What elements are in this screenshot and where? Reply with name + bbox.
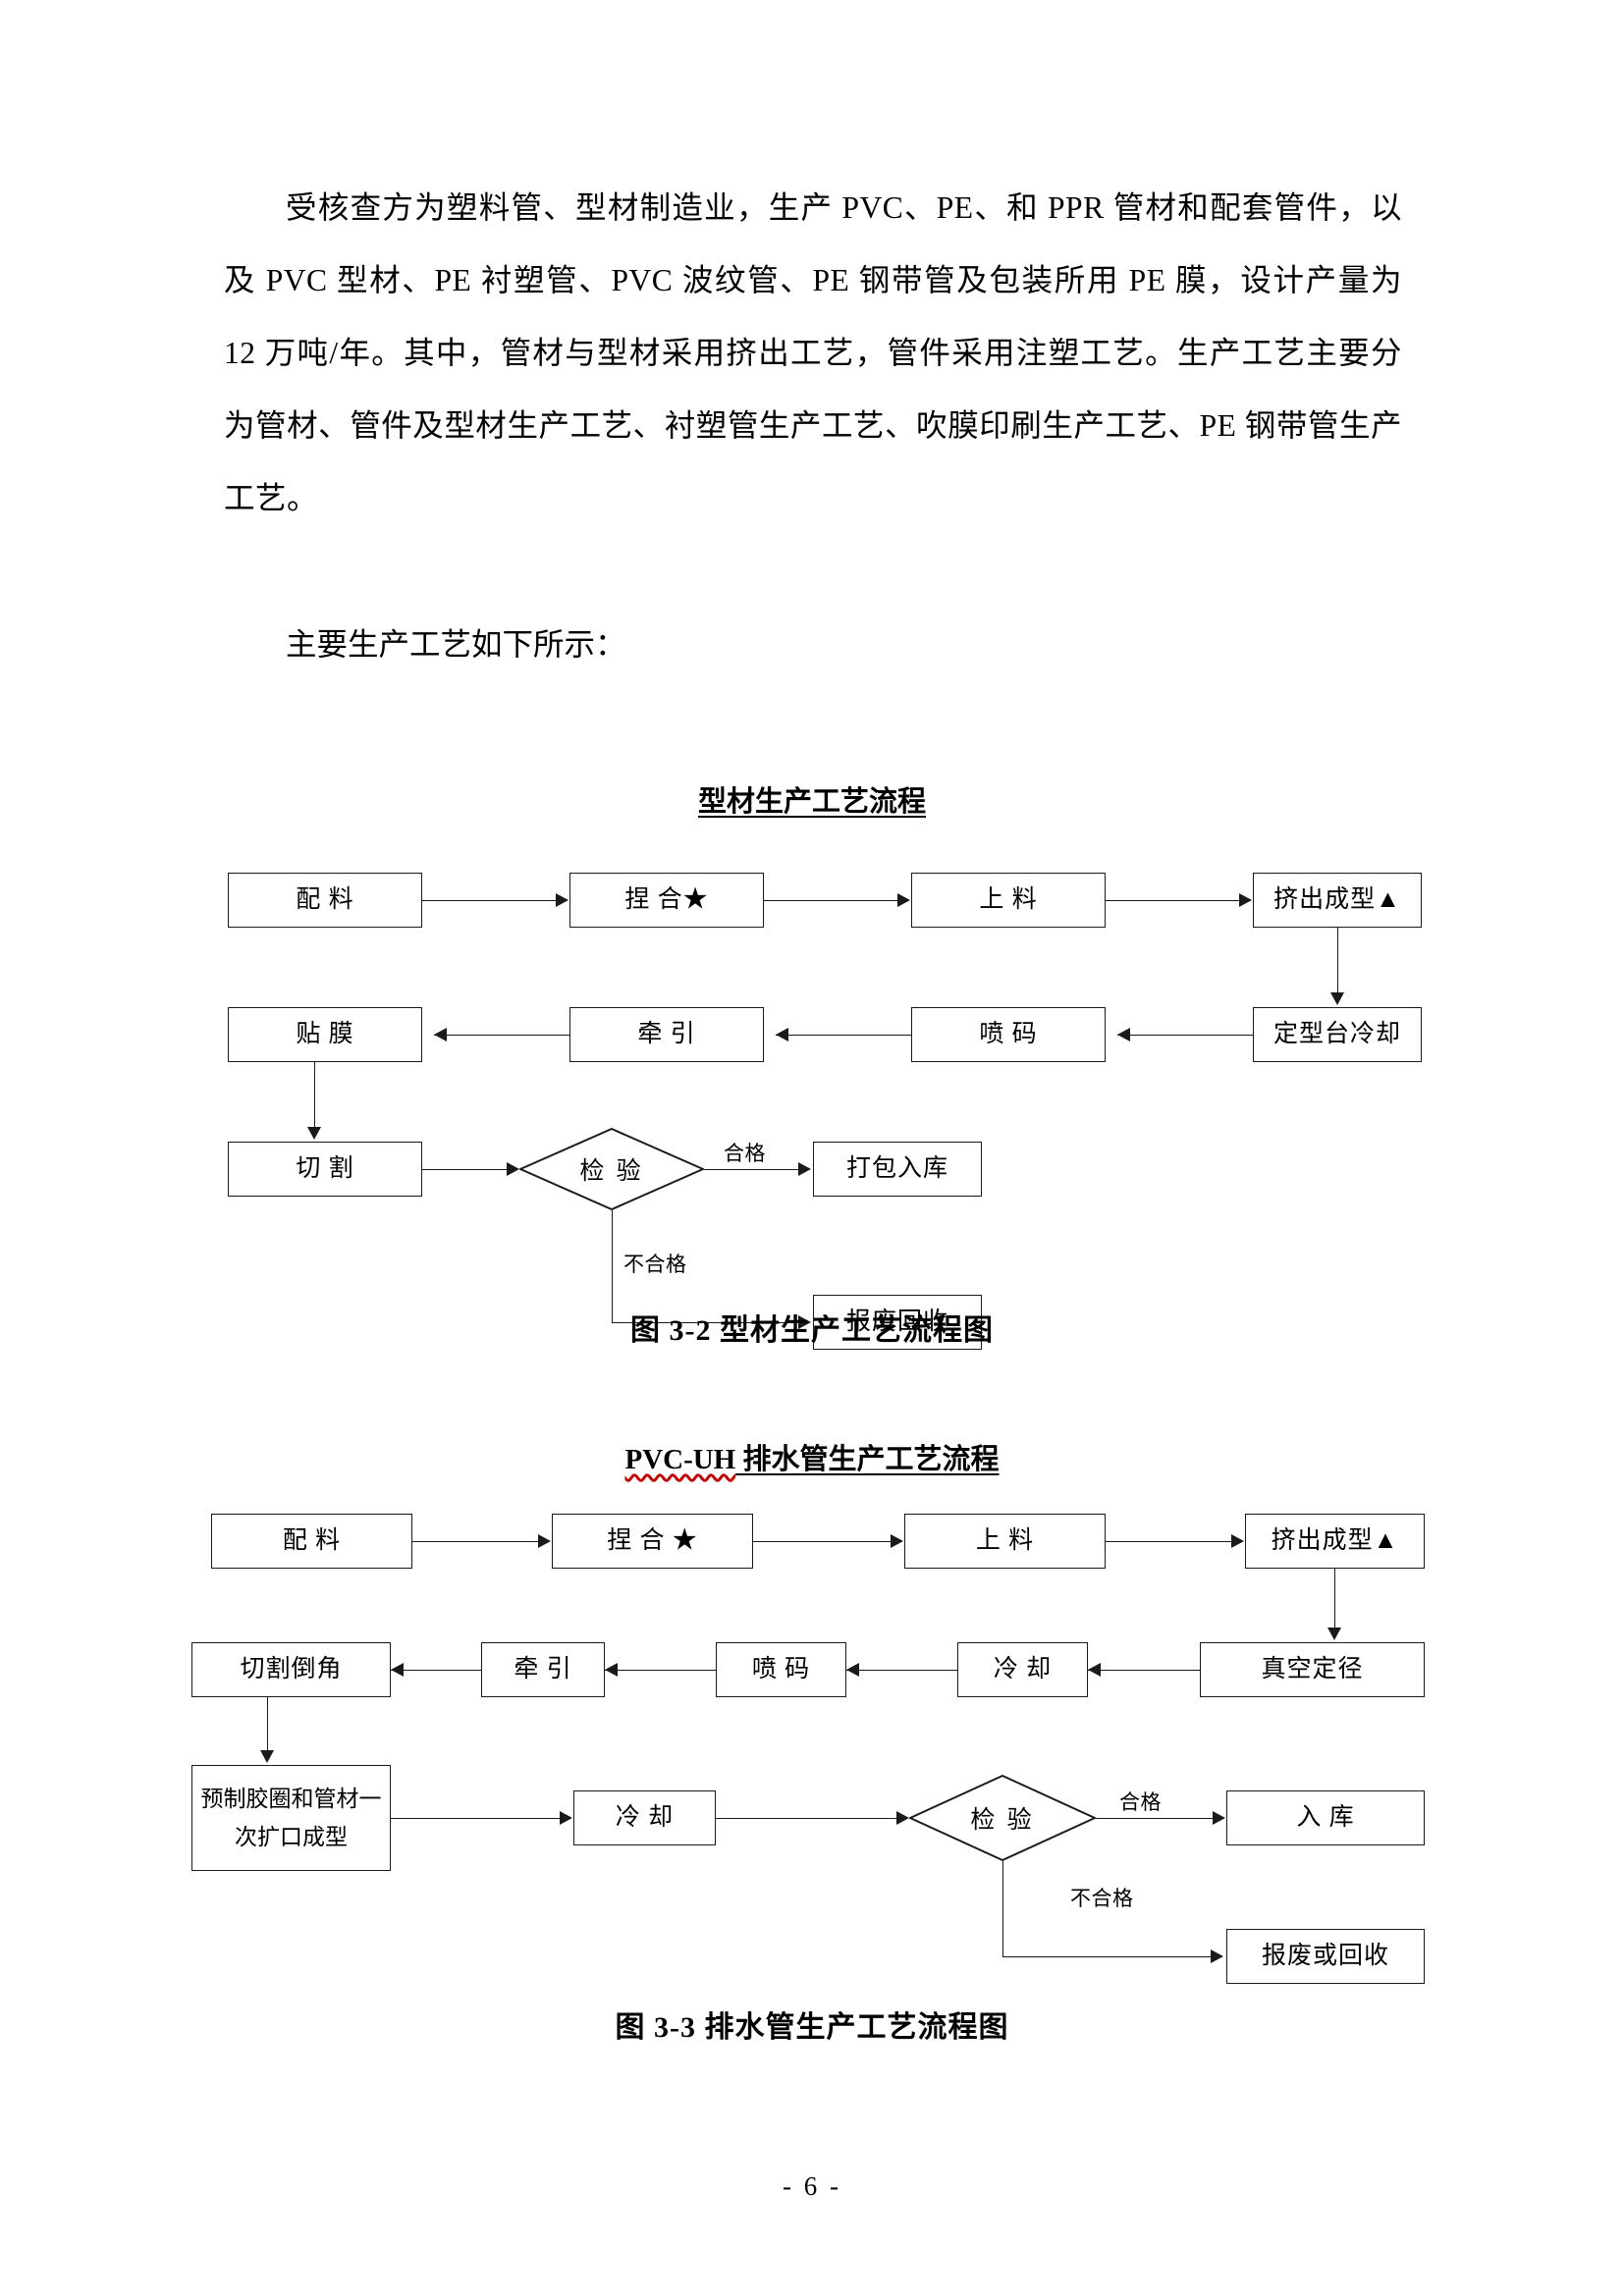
flow2-decision-label: 检 验: [970, 1807, 1035, 1834]
flow1-arrow-head-2: [897, 893, 910, 907]
flow1-arrow-line-5: [1117, 1035, 1253, 1036]
flow2-arrow-line-6: [846, 1670, 957, 1671]
flow2-arrow-line-3: [1106, 1541, 1233, 1542]
flow1-arrow-head-7: [434, 1028, 447, 1041]
flow2-node-jichuchengxing: 挤出成型▲: [1245, 1514, 1425, 1569]
flow1-node-dingxingtailengque: 定型台冷却: [1253, 1007, 1422, 1062]
flow2-arrow-head-3: [1231, 1534, 1244, 1548]
intro-paragraph: 受核查方为塑料管、型材制造业，生产 PVC、PE、和 PPR 管材和配套管件，以…: [224, 172, 1402, 535]
flow1-arrow-head-11: [798, 1315, 811, 1329]
flow2-arrow-line-8: [391, 1670, 481, 1671]
flow2-arrow-line-9: [267, 1697, 268, 1752]
flow1-edge-label-pass: 合格: [724, 1142, 766, 1165]
flow2-arrow-line-13: [1002, 1861, 1003, 1957]
flow2-arrow-head-7: [605, 1663, 618, 1677]
figure-2-title-rest: 排水管生产工艺流程: [735, 1444, 1000, 1475]
flow1-node-shangliao: 上 料: [911, 873, 1106, 928]
flow1-arrow-head-5: [1117, 1028, 1130, 1041]
flow1-node-peiliao: 配 料: [228, 873, 422, 928]
flow2-arrow-line-10: [391, 1818, 562, 1819]
flow2-node-qiegedaojiao: 切割倒角: [191, 1642, 391, 1697]
flow2-arrow-head-11: [896, 1811, 909, 1825]
figure-1-caption: 图 3-2 型材生产工艺流程图: [630, 1314, 994, 1347]
flow2-arrow-head-2: [891, 1534, 903, 1548]
figure-1-title: 型材生产工艺流程: [0, 778, 1624, 820]
lead-in-paragraph: 主要生产工艺如下所示：: [224, 609, 1402, 681]
flow1-arrow-line-12: [612, 1322, 800, 1323]
flow1-arrow-line-3: [1106, 900, 1241, 901]
flow2-edge-label-pass: 合格: [1119, 1790, 1162, 1814]
flow2-arrow-line-5: [1088, 1670, 1200, 1671]
flow2-arrow-line-11: [716, 1818, 898, 1819]
flow1-decision-jianyan: 检 验: [519, 1128, 704, 1210]
flow1-arrow-head-4: [1330, 992, 1344, 1005]
flow1-node-qiege: 切 割: [228, 1142, 422, 1197]
flow2-arrow-line-1: [412, 1541, 540, 1542]
flow2-arrow-head-10: [560, 1811, 572, 1825]
paragraph-text: 受核查方为塑料管、型材制造业，生产 PVC、PE、和 PPR 管材和配套管件，以…: [224, 190, 1402, 515]
flow1-arrow-line-10: [704, 1169, 800, 1170]
flow1-arrow-head-9: [507, 1162, 519, 1176]
flow2-arrow-head-9: [260, 1750, 274, 1763]
flow2-arrow-head-8: [391, 1663, 404, 1677]
flow1-node-penma: 喷 码: [911, 1007, 1106, 1062]
flow1-edge-label-fail: 不合格: [623, 1253, 687, 1276]
flow1-node-dabaoruku: 打包入库: [813, 1142, 982, 1197]
flow1-arrow-line-8: [314, 1062, 315, 1129]
flow2-arrow-line-7: [605, 1670, 716, 1671]
flow1-arrow-head-1: [556, 893, 568, 907]
flow1-arrow-line-4: [1337, 928, 1338, 994]
flow1-decision-label: 检 验: [579, 1158, 644, 1185]
diamond-icon: [519, 1128, 704, 1210]
flow2-node-lengque-2: 冷 却: [573, 1790, 716, 1845]
flow1-arrow-head-10: [798, 1162, 811, 1176]
figure-1-title-text: 型材生产工艺流程: [697, 786, 926, 818]
flow2-arrow-line-4: [1334, 1569, 1335, 1629]
flow2-node-yuzhijiaoquan: 预制胶圈和管材一次扩口成型: [191, 1765, 391, 1871]
flow2-node-niehe: 捏 合 ★: [552, 1514, 753, 1569]
figure-2-title-prefix: PVC-UH: [624, 1444, 736, 1475]
flow2-arrow-line-12: [1096, 1818, 1215, 1819]
flow2-edge-label-fail: 不合格: [1070, 1887, 1134, 1910]
flow1-node-qianyin: 牵 引: [569, 1007, 764, 1062]
flow1-arrow-line-9: [422, 1169, 509, 1170]
flow2-arrow-head-1: [538, 1534, 551, 1548]
flow1-arrow-line-2: [764, 900, 899, 901]
flow1-arrow-line-1: [422, 900, 558, 901]
flow1-arrow-head-3: [1239, 893, 1252, 907]
flow2-arrow-head-12: [1213, 1811, 1225, 1825]
flow2-node-qianyin: 牵 引: [481, 1642, 605, 1697]
flow1-arrow-line-6: [776, 1035, 911, 1036]
figure-2-caption: 图 3-3 排水管生产工艺流程图: [615, 2011, 1009, 2044]
flow1-arrow-head-8: [307, 1127, 321, 1140]
flow2-decision-jianyan: 检 验: [909, 1775, 1096, 1861]
flow2-node-lengque-1: 冷 却: [957, 1642, 1088, 1697]
flow2-arrow-line-2: [753, 1541, 893, 1542]
flow1-arrow-line-7: [434, 1035, 569, 1036]
page-number: - 6 -: [783, 2171, 841, 2201]
paragraph-text: 主要生产工艺如下所示：: [286, 627, 626, 662]
flow1-node-baofeihuishou: 报废回收: [813, 1295, 982, 1350]
flow2-node-ruku: 入 库: [1226, 1790, 1425, 1845]
flow2-arrow-line-14: [1002, 1956, 1213, 1957]
flow2-node-shangliao: 上 料: [904, 1514, 1106, 1569]
flow2-node-penma: 喷 码: [716, 1642, 846, 1697]
diamond-icon: [909, 1775, 1096, 1861]
flow1-arrow-head-6: [776, 1028, 788, 1041]
flow2-arrow-head-13: [1211, 1949, 1223, 1963]
flow2-node-baofeihuohuishou: 报废或回收: [1226, 1929, 1425, 1984]
flow2-arrow-head-4: [1327, 1628, 1341, 1640]
figure-2-title: PVC-UH 排水管生产工艺流程: [0, 1436, 1624, 1477]
flow2-node-peiliao: 配 料: [211, 1514, 412, 1569]
flow1-node-tiemo: 贴 膜: [228, 1007, 422, 1062]
flow2-arrow-head-5: [1088, 1663, 1101, 1677]
flow2-arrow-head-6: [846, 1663, 859, 1677]
flow1-node-niehe: 捏 合★: [569, 873, 764, 928]
flow1-node-jichuchengxing: 挤出成型▲: [1253, 873, 1422, 928]
flow1-arrow-line-11: [612, 1210, 613, 1323]
flow2-node-zhenkongdingjing: 真空定径: [1200, 1642, 1425, 1697]
